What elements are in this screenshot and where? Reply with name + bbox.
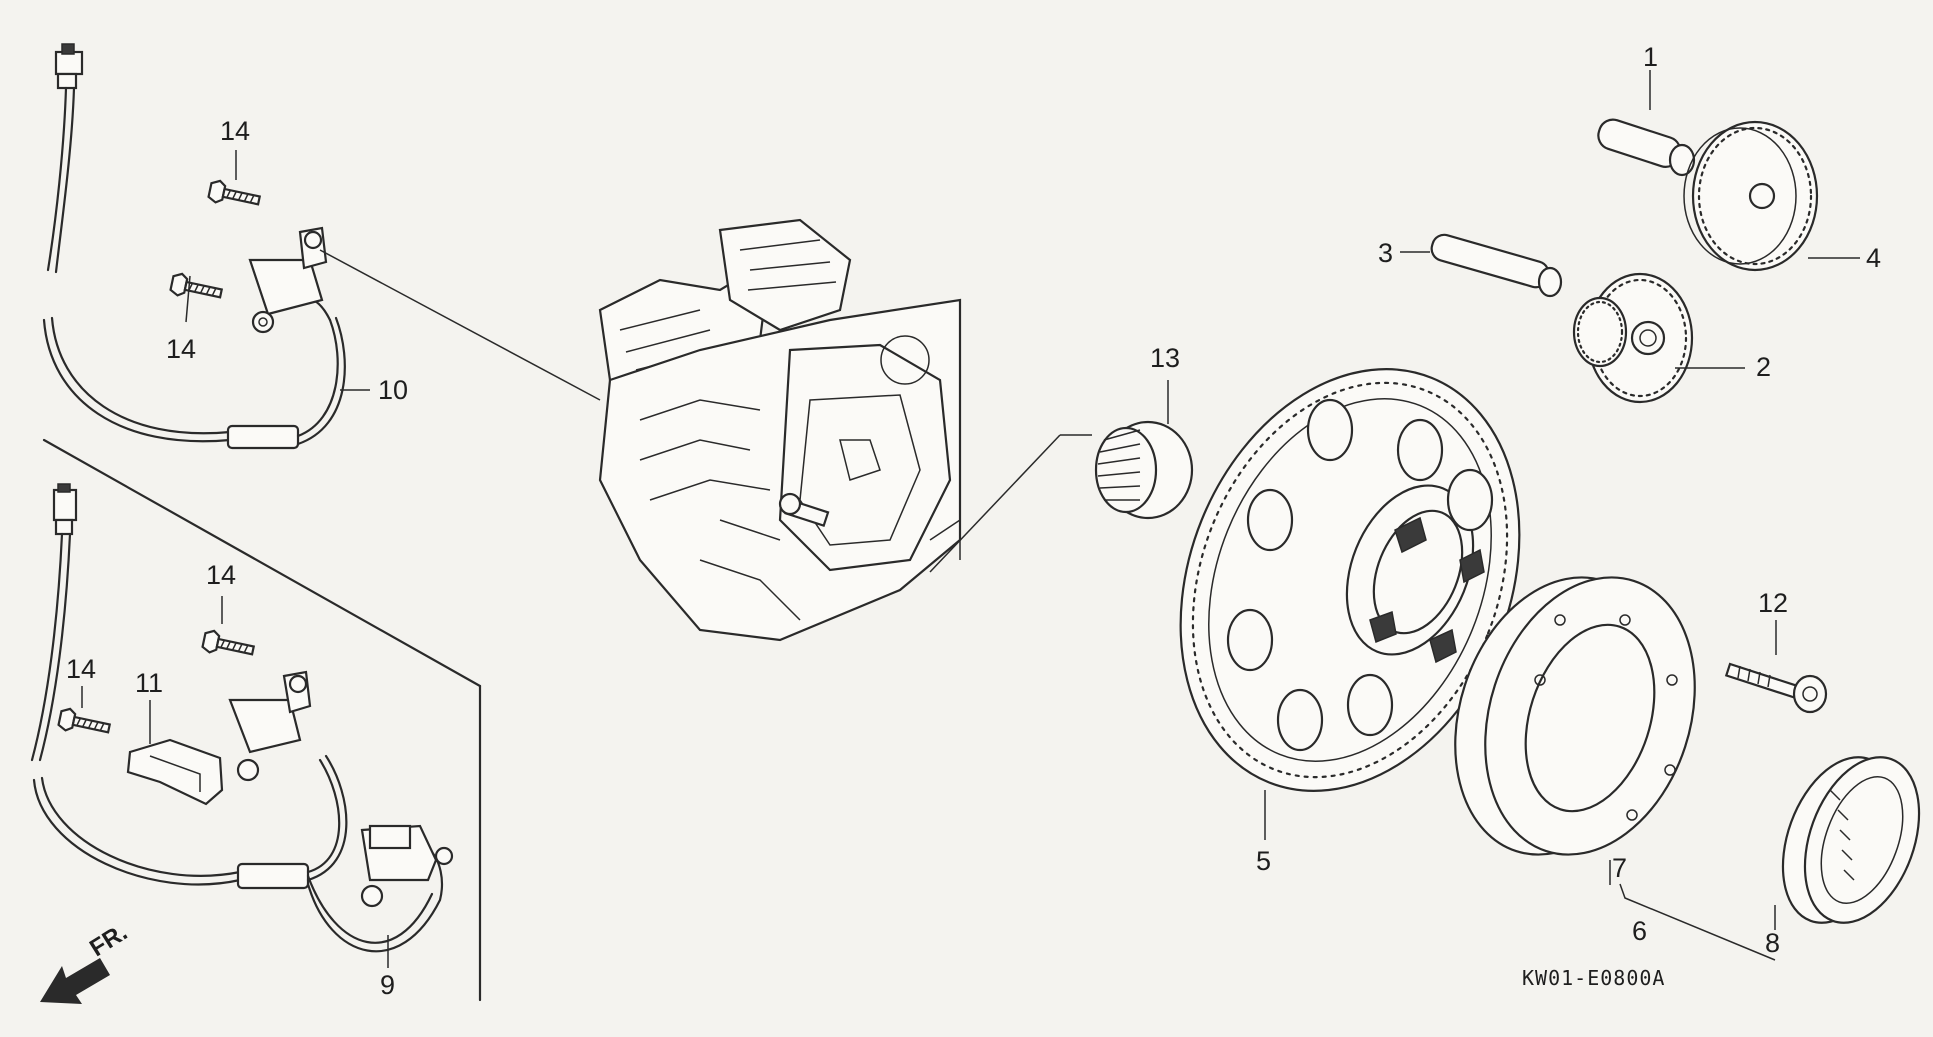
callout-4: 4 bbox=[1866, 243, 1882, 273]
callout-6: 6 bbox=[1632, 916, 1648, 946]
starter-idle-gear-4 bbox=[1683, 120, 1860, 272]
callout-14-upper-a: 14 bbox=[220, 116, 251, 146]
callout-1: 1 bbox=[1643, 42, 1659, 72]
pulse-generator-upper bbox=[42, 43, 601, 450]
reduction-shaft-3 bbox=[1400, 233, 1563, 298]
needle-bearing bbox=[929, 380, 1194, 573]
clutch-bolt bbox=[1724, 620, 1828, 714]
callout-5: 5 bbox=[1256, 846, 1272, 876]
callout-11: 11 bbox=[135, 668, 164, 698]
part-code: KW01-E0800A bbox=[1522, 966, 1666, 990]
one-way-clutch bbox=[1774, 756, 1921, 930]
leader-6 bbox=[1619, 883, 1776, 961]
starter-clutch-outer bbox=[1454, 576, 1696, 885]
callout-14-upper-b: 14 bbox=[166, 334, 197, 364]
engine-block bbox=[598, 218, 962, 642]
frame-divider bbox=[42, 438, 482, 688]
callout-7: 7 bbox=[1612, 853, 1628, 883]
callout-13: 13 bbox=[1150, 343, 1181, 373]
callout-10: 10 bbox=[378, 375, 409, 405]
callout-9: 9 bbox=[380, 970, 396, 1000]
starter-driven-gear bbox=[1179, 368, 1521, 840]
callout-3: 3 bbox=[1378, 238, 1394, 268]
front-direction-arrow bbox=[40, 958, 110, 1004]
callout-12: 12 bbox=[1758, 588, 1789, 618]
callout-2: 2 bbox=[1756, 352, 1772, 382]
starter-idle-gear-2 bbox=[1572, 272, 1745, 404]
pulse-generator-lower bbox=[30, 483, 454, 968]
callout-8: 8 bbox=[1765, 928, 1781, 958]
reduction-shaft-1 bbox=[1597, 70, 1696, 177]
callout-14-lower-a: 14 bbox=[206, 560, 237, 590]
callout-14-lower-b: 14 bbox=[66, 654, 97, 684]
